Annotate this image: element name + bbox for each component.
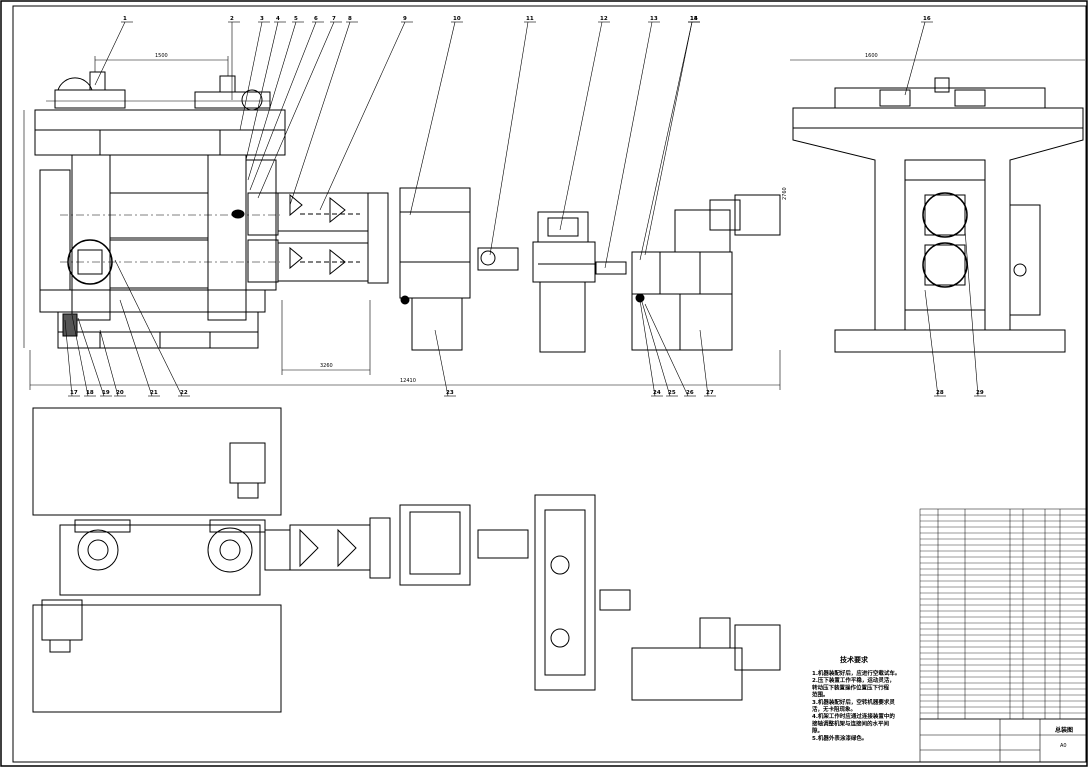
balloon-1: 1: [94, 16, 133, 86]
balloon-20: 20: [99, 329, 126, 397]
balloon-18-label: 18: [86, 390, 94, 396]
sheet-size: A0: [1060, 743, 1067, 749]
balloon-9-label: 9: [403, 16, 407, 22]
front-dimensions: [23, 56, 781, 390]
balloon-15: 15: [644, 16, 700, 256]
balloon-22: 22: [114, 259, 190, 397]
balloon-13-label: 13: [650, 16, 658, 22]
balloon-21-label: 21: [150, 390, 158, 396]
balloon-17-label: 17: [70, 390, 78, 396]
balloon-26: 26: [644, 303, 696, 397]
balloon-28: 28: [924, 289, 946, 397]
balloon-25: 25: [641, 301, 678, 397]
tech-note-line: 3.机器装配好后，空转机器要求灵: [812, 698, 895, 706]
dim-mid-span: 3260: [320, 363, 333, 369]
balloon-15-label: 15: [690, 16, 698, 22]
front-view-mill-stand: [34, 71, 286, 349]
balloon-3-label: 3: [260, 16, 264, 22]
dim-right-height: 2760: [782, 187, 788, 200]
balloon-25-label: 25: [668, 390, 676, 396]
balloon-9: 9: [319, 16, 413, 211]
balloon-11: 11: [489, 16, 536, 256]
balloon-24-label: 24: [653, 390, 661, 396]
balloon-12: 12: [559, 16, 610, 231]
balloon-7-label: 7: [332, 16, 336, 22]
balloon-26-label: 26: [686, 390, 694, 396]
balloon-16-label: 16: [923, 16, 931, 22]
side-view-stand: [790, 59, 1085, 353]
front-motor: [595, 194, 781, 351]
balloon-4: 4: [245, 16, 286, 161]
balloon-5: 5: [247, 16, 304, 181]
tech-note-line: 范围。: [812, 691, 829, 699]
balloon-6: 6: [249, 16, 324, 191]
balloon-2: 2: [228, 16, 240, 100]
balloon-20-label: 20: [116, 390, 124, 396]
front-spindles: [247, 192, 389, 284]
tech-notes-lines: 1.机器装配好后，应进行空载试车。2.压下装置工作平稳，运动灵活， 转动压下装置…: [812, 669, 900, 742]
tech-note-line: 隙。: [812, 727, 823, 735]
bom-table: [919, 508, 1087, 720]
tech-note-line: 接轴调整机架与连接间的水平间: [812, 719, 890, 727]
dim-top-span: 1500: [155, 53, 168, 59]
balloon-28-label: 28: [936, 390, 944, 396]
bom-rows: [920, 514, 1086, 720]
balloon-14-label: 14: [690, 16, 698, 22]
balloon-13: 13: [604, 16, 660, 269]
tech-notes-title: 技术要求: [840, 655, 869, 664]
plan-view: [32, 407, 781, 713]
tech-note-line: 4.机架工作时应通过连接装置中的: [812, 712, 895, 720]
balloon-19-label: 19: [102, 390, 110, 396]
balloon-3: 3: [239, 16, 270, 131]
balloon-17: 17: [64, 319, 80, 397]
balloon-10-label: 10: [453, 16, 461, 22]
inner-frame: [12, 5, 1087, 763]
front-gear-stand: [399, 187, 471, 351]
balloon-18: 18: [71, 314, 96, 397]
tech-note-line: 转动压下装置操作位置压下行程: [812, 683, 890, 691]
balloon-5-label: 5: [294, 16, 298, 22]
balloon-27: 27: [699, 329, 716, 397]
balloon-23: 23: [434, 329, 456, 397]
front-reducer: [532, 211, 596, 353]
front-coupling: [477, 247, 519, 271]
dim-right-top-span: 1600: [865, 53, 878, 59]
tech-note-line: 活，无卡阻现象。: [812, 705, 856, 713]
balloon-2-label: 2: [230, 16, 234, 22]
balloon-4-label: 4: [276, 16, 280, 22]
drawing-name: 总装图: [1055, 726, 1073, 734]
balloon-12-label: 12: [600, 16, 608, 22]
balloon-8: 8: [289, 16, 358, 206]
balloon-7: 7: [257, 16, 342, 199]
dimension-labels: 1500 1600 12410 3260 2760: [155, 53, 878, 384]
balloon-1-label: 1: [123, 16, 127, 22]
balloon-29-label: 29: [976, 390, 984, 396]
balloon-22-label: 22: [180, 390, 188, 396]
technical-notes: 技术要求 1.机器装配好后，应进行空载试车。2.压下装置工作平稳，运动灵活， 转…: [812, 655, 900, 742]
balloon-14: 14: [639, 16, 700, 261]
balloon-21: 21: [119, 299, 160, 397]
balloon-19: 19: [77, 317, 112, 397]
title-block-text: 总装图 A0: [1055, 726, 1073, 749]
balloon-29: 29: [964, 229, 986, 397]
balloon-11-label: 11: [526, 16, 534, 22]
balloon-27-label: 27: [706, 390, 714, 396]
balloon-16: 16: [904, 16, 933, 96]
tech-note-line: 2.压下装置工作平稳，运动灵活，: [812, 676, 895, 684]
dim-overall-length: 12410: [400, 378, 416, 384]
balloon-8-label: 8: [348, 16, 352, 22]
balloon-24: 24: [639, 299, 663, 397]
tech-note-line: 5.机器外表涂漆绿色。: [812, 734, 867, 742]
tech-note-line: 1.机器装配好后，应进行空载试车。: [812, 669, 900, 677]
title-block: [919, 718, 1087, 763]
balloon-6-label: 6: [314, 16, 318, 22]
balloon-10: 10: [409, 16, 463, 216]
balloon-23-label: 23: [446, 390, 454, 396]
